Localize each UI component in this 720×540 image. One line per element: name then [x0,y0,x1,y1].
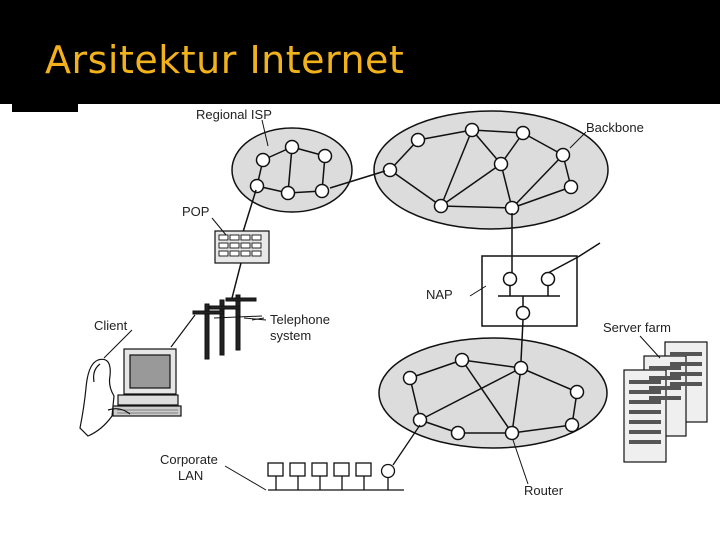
router-node [569,384,585,400]
label-router: Router [524,483,564,498]
router-node [382,162,398,178]
label-server-farm: Server farm [603,320,671,335]
label-lan: LAN [178,468,203,483]
router-node [513,360,529,376]
router-node [314,183,330,199]
nap-box [481,213,579,362]
pop-device [214,189,270,299]
label-pop: POP [182,204,209,219]
label-nap: NAP [426,287,453,302]
router-node [504,200,520,216]
router-node [454,352,470,368]
client-workstation [79,348,182,437]
label-client: Client [94,318,128,333]
server-farm [623,341,708,463]
backbone-network [373,110,609,230]
router-node [563,179,579,195]
router-node [450,425,466,441]
router-node [564,417,580,433]
slide-title: Arsitektur Internet [45,38,405,82]
lan-host [355,462,372,477]
corporate-lan [267,424,421,491]
label-regional-isp: Regional ISP [196,107,272,122]
nap-external-link [577,242,601,258]
title-bar [0,0,720,112]
user-silhouette [79,358,115,437]
router-node [464,122,480,138]
router-node [410,132,426,148]
router-node [249,178,265,194]
lan-host [267,462,284,477]
lan-host [311,462,328,477]
router-node [493,156,509,172]
router-node [280,185,296,201]
router-node [502,271,518,287]
router-node [284,139,300,155]
router-node [402,370,418,386]
router-node [380,463,396,479]
lan-host [289,462,306,477]
server-rack [623,369,667,463]
router-node [317,148,333,164]
regional-isp-network [231,127,353,213]
router-node [255,152,271,168]
router-node [555,147,571,163]
left-margin [0,104,12,540]
router-node [433,198,449,214]
router-node [515,305,531,321]
router-node [412,412,428,428]
lower-network [378,337,608,449]
router-node [504,425,520,441]
telephone-poles [170,294,265,360]
backbone-cloud [373,110,609,230]
label-telephone-system: system [270,328,311,343]
lower-cloud [378,337,608,449]
label-corporate: Corporate [160,452,218,467]
label-telephone: Telephone [270,312,330,327]
lan-host [333,462,350,477]
router-node [515,125,531,141]
router-node [540,271,556,287]
label-backbone: Backbone [586,120,644,135]
callout-lines [103,119,661,491]
isp-backbone-link [329,170,386,189]
